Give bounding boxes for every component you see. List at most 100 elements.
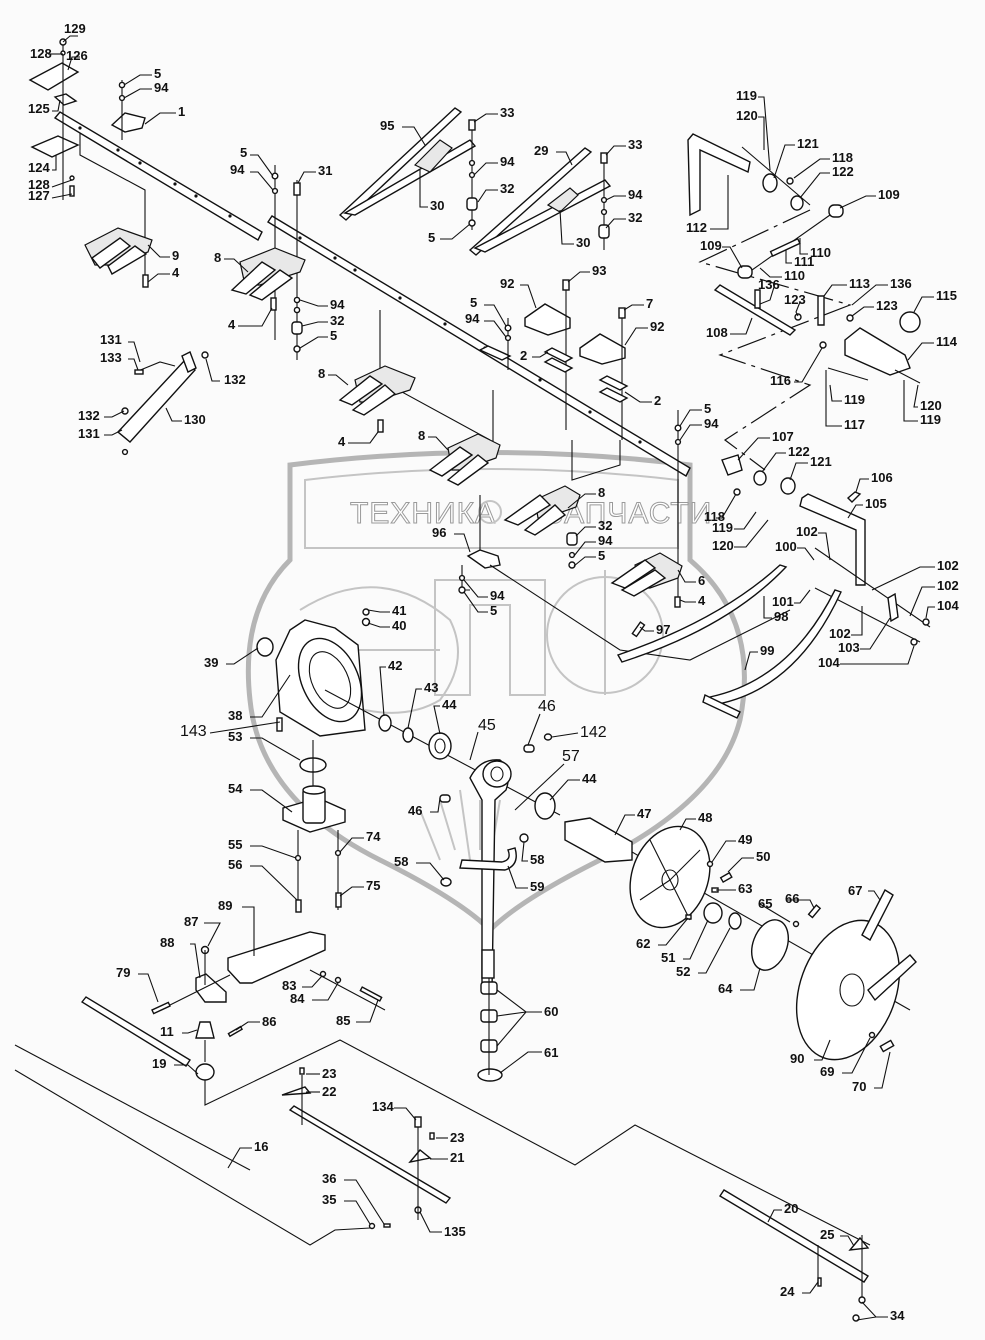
- callout-leader: [683, 919, 709, 960]
- callout-leader: [165, 407, 182, 422]
- callout-part-2: 2: [520, 348, 549, 363]
- callout-part-94: 94: [605, 187, 643, 202]
- callout-leader: [144, 112, 176, 125]
- callout-label: 136: [890, 276, 912, 291]
- callout-leader: [740, 967, 761, 991]
- part-8-knife-guard: [428, 433, 501, 486]
- callout-part-121: 121: [789, 454, 832, 481]
- callout-part-99: 99: [744, 643, 774, 671]
- callout-label: 131: [78, 426, 100, 441]
- part-64-hub: [751, 919, 789, 971]
- callout-leader: [847, 504, 863, 519]
- callout-label: 7: [646, 296, 653, 311]
- callout-label: 33: [628, 137, 642, 152]
- callout-part-123: 123: [851, 298, 898, 317]
- part-65-washer: [792, 920, 800, 928]
- callout-label: 86: [262, 1014, 276, 1029]
- callout-leader: [573, 541, 596, 557]
- callout-label: 110: [784, 268, 805, 283]
- callout-leader: [428, 436, 449, 451]
- part-58-bushing: [519, 833, 529, 843]
- callout-label: 23: [322, 1066, 336, 1081]
- callout-leader: [299, 336, 328, 349]
- callout-label: 8: [418, 428, 425, 443]
- callout-label: 2: [520, 348, 527, 363]
- callout-part-119: 119: [829, 384, 865, 407]
- callout-leader: [789, 462, 808, 481]
- callout-part-121: 121: [773, 136, 819, 179]
- callout-part-54: 54: [228, 781, 293, 813]
- callout-leader: [840, 645, 915, 665]
- callout-leader: [794, 589, 811, 604]
- callout-part-70: 70: [852, 1051, 891, 1094]
- callout-part-102: 102: [829, 606, 863, 641]
- callout-part-58: 58: [394, 854, 445, 881]
- callout-part-5: 5: [240, 145, 274, 177]
- callout-label: 104: [937, 598, 959, 613]
- callout-label: 8: [318, 366, 325, 381]
- callout-label: 85: [336, 1013, 350, 1028]
- part-142-o-ring: [543, 733, 553, 741]
- callout-part-44: 44: [549, 771, 597, 801]
- callout-part-9: 9: [147, 244, 179, 263]
- callout-label: 134: [372, 1099, 394, 1114]
- callout-part-61: 61: [499, 1045, 558, 1074]
- callout-label: 48: [698, 810, 712, 825]
- divider-points: [338, 107, 612, 256]
- callout-leader: [823, 284, 847, 297]
- callout-label: 32: [500, 181, 514, 196]
- part-74-washer: [334, 849, 342, 857]
- callout-part-123: 123: [784, 292, 806, 317]
- callout-leader: [763, 596, 772, 619]
- callout-label: 119: [736, 88, 757, 103]
- callout-part-5: 5: [428, 223, 471, 245]
- callout-part-32: 32: [605, 210, 642, 229]
- part-32-spacer: [291, 321, 303, 335]
- part-48-fan-disk: [629, 825, 711, 929]
- callout-label: 32: [598, 518, 612, 533]
- callout-label: 120: [736, 108, 758, 123]
- part-23-rivet: [429, 1132, 435, 1140]
- callout-label: 98: [774, 609, 788, 624]
- callout-leader: [250, 737, 301, 761]
- callout-label: 143: [180, 723, 207, 740]
- part-16-knife-back: [288, 1105, 452, 1204]
- callout-label: 5: [330, 328, 337, 343]
- callout-part-5: 5: [679, 401, 711, 427]
- callout-label: 108: [706, 325, 728, 340]
- callout-leader: [419, 170, 428, 208]
- callout-label: 35: [322, 1192, 336, 1207]
- callout-part-120: 120: [712, 519, 769, 553]
- callout-leader: [624, 391, 652, 403]
- callout-leader: [860, 617, 891, 650]
- part-89-drive-arm: [227, 931, 326, 984]
- part-104-nut: [922, 618, 930, 626]
- callout-leader: [605, 145, 626, 156]
- callout-part-60: 60: [496, 989, 558, 1047]
- callout-label: 52: [676, 964, 690, 979]
- callout-part-94: 94: [573, 533, 613, 557]
- callout-leader: [722, 246, 743, 269]
- callout-leader: [128, 341, 141, 363]
- part-83-nut: [319, 970, 327, 978]
- guard-bar-left: [53, 111, 263, 241]
- callout-leader: [842, 1037, 871, 1074]
- callout-leader: [851, 606, 863, 636]
- callout-part-93: 93: [567, 263, 606, 283]
- part-93-bolt: [562, 279, 570, 291]
- callout-leader: [909, 586, 935, 617]
- callout-part-128: 128: [30, 46, 63, 61]
- callout-leader: [795, 301, 801, 317]
- callout-leader: [174, 1064, 199, 1075]
- callout-leader: [679, 599, 696, 603]
- callout-part-130: 130: [165, 407, 206, 427]
- callout-part-98: 98: [763, 596, 788, 624]
- callout-label: 112: [686, 220, 707, 235]
- part-106-pin: [846, 491, 862, 503]
- callout-leader: [567, 271, 590, 283]
- part-6-end-guard: [610, 552, 683, 597]
- callout-label: 94: [490, 588, 505, 603]
- callout-leader: [440, 223, 471, 240]
- callout-leader: [463, 591, 488, 613]
- callout-part-102: 102: [796, 524, 831, 561]
